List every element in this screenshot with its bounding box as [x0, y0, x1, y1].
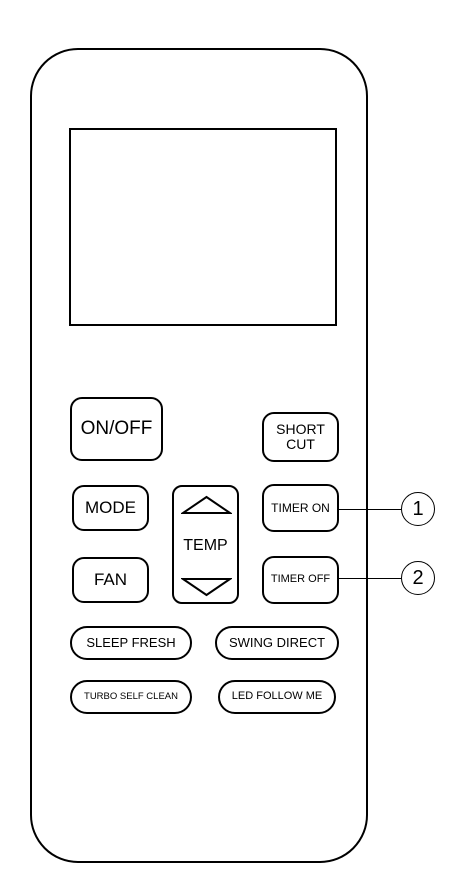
timer-on-button[interactable]: TIMER ON [262, 484, 339, 532]
on-off-button[interactable]: ON/OFF [70, 397, 163, 461]
callout-line-1 [339, 509, 401, 510]
remote-control-body [30, 48, 368, 863]
callout-number-2: 2 [412, 566, 424, 589]
short-cut-button[interactable]: SHORT CUT [262, 412, 339, 462]
turbo-self-clean-label: TURBO SELF CLEAN [84, 691, 178, 703]
sleep-fresh-button[interactable]: SLEEP FRESH [70, 626, 192, 660]
sleep-fresh-label: SLEEP FRESH [86, 635, 176, 651]
mode-label: MODE [85, 498, 136, 518]
callout-marker-2: 2 [401, 561, 435, 595]
on-off-label: ON/OFF [80, 418, 153, 440]
timer-off-label: TIMER OFF [270, 573, 331, 586]
callout-line-2 [339, 578, 401, 579]
timer-on-label: TIMER ON [271, 500, 330, 515]
fan-button[interactable]: FAN [72, 557, 149, 603]
led-follow-me-label: LED FOLLOW ME [231, 690, 323, 703]
mode-button[interactable]: MODE [72, 485, 149, 531]
turbo-self-clean-button[interactable]: TURBO SELF CLEAN [70, 680, 192, 714]
callout-marker-1: 1 [401, 492, 435, 526]
temp-label: TEMP [183, 537, 228, 554]
fan-label: FAN [93, 570, 128, 590]
temp-down-icon[interactable] [181, 577, 232, 597]
timer-off-button[interactable]: TIMER OFF [262, 556, 339, 604]
swing-direct-label: SWING DIRECT [228, 635, 326, 651]
temp-rocker: TEMP [172, 485, 239, 604]
short-cut-label-line2: CUT [286, 436, 315, 452]
temp-up-icon[interactable] [181, 495, 232, 515]
swing-direct-button[interactable]: SWING DIRECT [215, 626, 339, 660]
callout-number-1: 1 [412, 497, 424, 520]
led-follow-me-button[interactable]: LED FOLLOW ME [218, 680, 336, 714]
short-cut-label-line1: SHORT [276, 421, 325, 438]
display-screen [69, 128, 337, 326]
